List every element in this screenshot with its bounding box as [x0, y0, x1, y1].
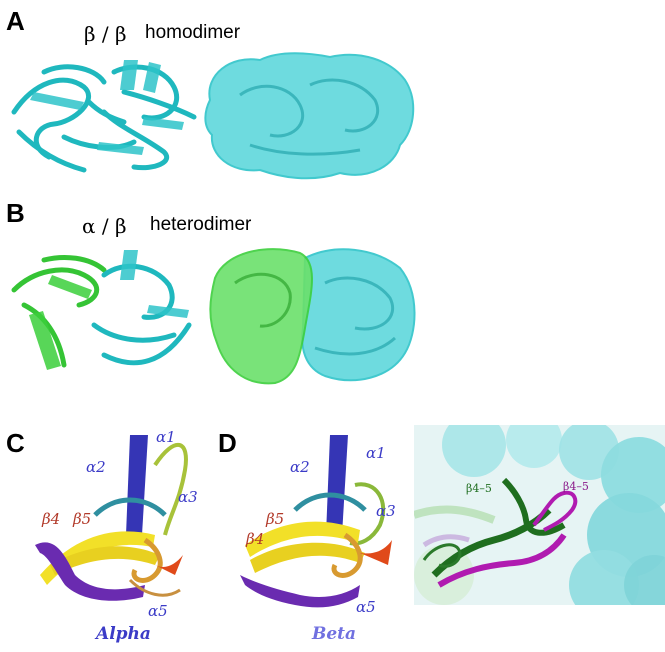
panel-a-type: homodimer — [145, 22, 241, 43]
beta-label-a3: α3 — [376, 502, 396, 520]
homodimer-surface — [204, 52, 415, 180]
heterodimer-surface — [209, 248, 416, 385]
alpha-label-a3: α3 — [178, 488, 198, 506]
alpha-label-a5: α5 — [148, 602, 168, 620]
alpha-label-a1: α1 — [156, 428, 176, 446]
panel-e-label-purple: β4–5 — [563, 480, 589, 493]
panel-e-label-green: β4–5 — [466, 482, 492, 495]
panel-a-letter: A — [6, 6, 25, 36]
beta-label-b4: β4 — [246, 530, 265, 548]
panel-b-letter: B — [6, 198, 25, 228]
panel-b-subunits: α / β — [82, 214, 127, 238]
beta-label-a2: α2 — [290, 458, 310, 476]
alpha-label-b4: β4 — [42, 510, 61, 528]
homodimer-cartoon — [11, 60, 197, 173]
panel-a-subunits: β / β — [84, 22, 127, 46]
beta-label-a1: α1 — [366, 444, 386, 462]
alpha-subunit-ribbon — [35, 435, 188, 601]
panel-c-letter: C — [6, 428, 25, 458]
panel-d-letter: D — [218, 428, 237, 458]
alpha-label-a2: α2 — [86, 458, 106, 476]
panel-b-type: heterodimer — [150, 214, 252, 235]
alpha-subunit-name: Alpha — [96, 624, 151, 644]
beta-label-b5: β5 — [266, 510, 285, 528]
beta-label-a5: α5 — [356, 598, 376, 616]
beta-subunit-name: Beta — [312, 624, 357, 644]
alpha-label-b5: β5 — [73, 510, 92, 528]
interface-zoom — [414, 425, 665, 605]
heterodimer-cartoon — [11, 250, 192, 370]
beta-subunit-ribbon — [240, 435, 392, 608]
